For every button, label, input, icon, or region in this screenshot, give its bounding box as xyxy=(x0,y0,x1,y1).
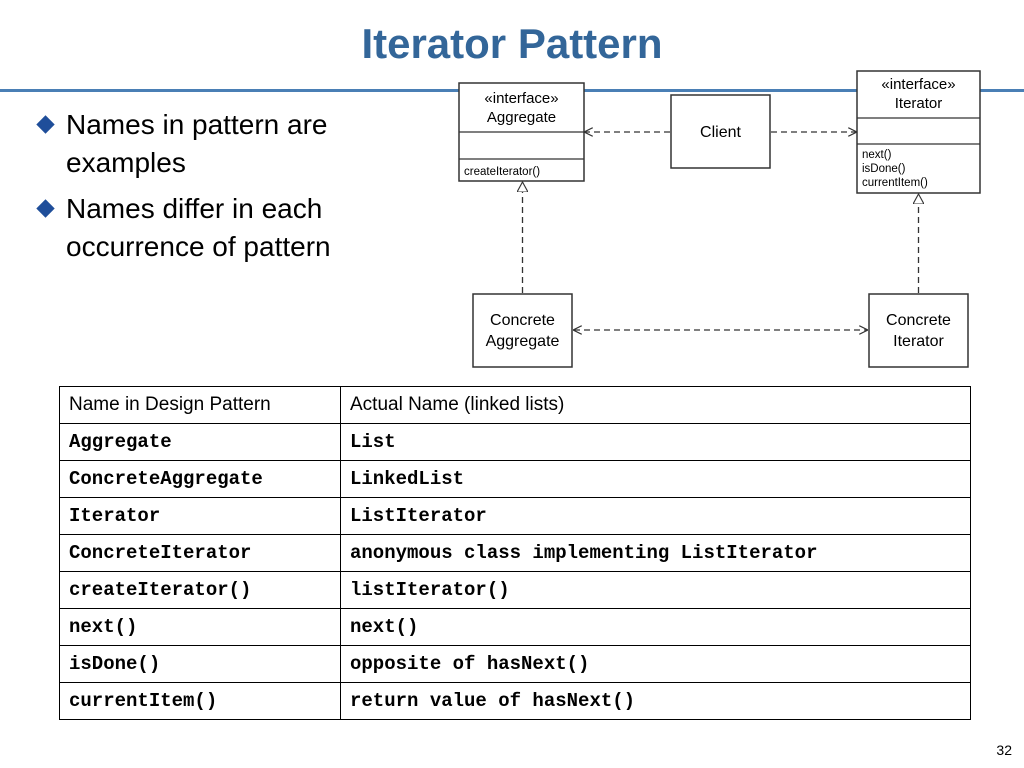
aggregate-operation: createIterator() xyxy=(464,166,540,178)
column-header: Name in Design Pattern xyxy=(59,386,341,424)
actual-name-cell: listIterator() xyxy=(340,571,971,609)
actual-name-cell: next() xyxy=(340,608,971,646)
table-row: createIterator()listIterator() xyxy=(59,571,971,609)
bullet-item: Names in pattern are examples xyxy=(30,106,390,182)
iterator-operation: isDone() xyxy=(862,163,906,175)
bullet-item: Names differ in each occurrence of patte… xyxy=(30,190,390,266)
actual-name-cell: LinkedList xyxy=(340,460,971,498)
pattern-name-cell: ConcreteIterator xyxy=(59,534,341,572)
aggregate-name: Aggregate xyxy=(487,109,556,126)
pattern-name-cell: isDone() xyxy=(59,645,341,683)
pattern-name-cell: next() xyxy=(59,608,341,646)
iterator-name: Iterator xyxy=(895,95,943,112)
concrete-iterator-label: Iterator xyxy=(893,333,944,350)
pattern-name-cell: Iterator xyxy=(59,497,341,535)
pattern-name-cell: ConcreteAggregate xyxy=(59,460,341,498)
table-row: next()next() xyxy=(59,608,971,646)
bullet-text: Names in pattern are examples xyxy=(66,109,328,178)
concrete-iterator-frame xyxy=(868,293,969,368)
page-number: 32 xyxy=(996,742,1012,758)
concrete-aggregate-label: Aggregate xyxy=(486,333,560,350)
iterator-operation: next() xyxy=(862,149,892,161)
actual-name-cell: ListIterator xyxy=(340,497,971,535)
iterator-operation: currentItem() xyxy=(862,177,928,189)
pattern-name-cell: currentItem() xyxy=(59,682,341,720)
pattern-name-cell: Aggregate xyxy=(59,423,341,461)
concrete-aggregate-box: Concrete Aggregate xyxy=(472,293,573,368)
actual-name-cell: anonymous class implementing ListIterato… xyxy=(340,534,971,572)
column-header: Actual Name (linked lists) xyxy=(340,386,971,424)
actual-name-cell: return value of hasNext() xyxy=(340,682,971,720)
concrete-iterator-label: Concrete xyxy=(886,312,951,329)
bullet-text: Names differ in each occurrence of patte… xyxy=(66,193,331,262)
slide-title: Iterator Pattern xyxy=(361,20,663,67)
iterator-interface-box: «interface» Iterator next() isDone() cur… xyxy=(856,70,981,194)
concrete-aggregate-label: Concrete xyxy=(490,312,555,329)
table-header-row: Name in Design Pattern Actual Name (link… xyxy=(59,386,971,424)
client-box: Client xyxy=(670,94,771,169)
client-box-frame xyxy=(670,94,771,169)
iterator-stereotype: «interface» xyxy=(881,76,955,93)
bullet-list: Names in pattern are examples Names diff… xyxy=(30,106,390,274)
name-mapping-table: Name in Design Pattern Actual Name (link… xyxy=(59,386,971,720)
concrete-aggregate-frame xyxy=(472,293,573,368)
table-row: isDone()opposite of hasNext() xyxy=(59,645,971,683)
concrete-iterator-box: Concrete Iterator xyxy=(868,293,969,368)
client-name: Client xyxy=(700,124,741,141)
pattern-name-cell: createIterator() xyxy=(59,571,341,609)
actual-name-cell: List xyxy=(340,423,971,461)
uml-class-diagram: «interface» Aggregate createIterator() C… xyxy=(458,70,981,368)
table-row: currentItem()return value of hasNext() xyxy=(59,682,971,720)
actual-name-cell: opposite of hasNext() xyxy=(340,645,971,683)
iterator-box-frame xyxy=(856,70,981,194)
aggregate-stereotype: «interface» xyxy=(484,90,558,107)
aggregate-interface-box: «interface» Aggregate createIterator() xyxy=(458,82,585,182)
